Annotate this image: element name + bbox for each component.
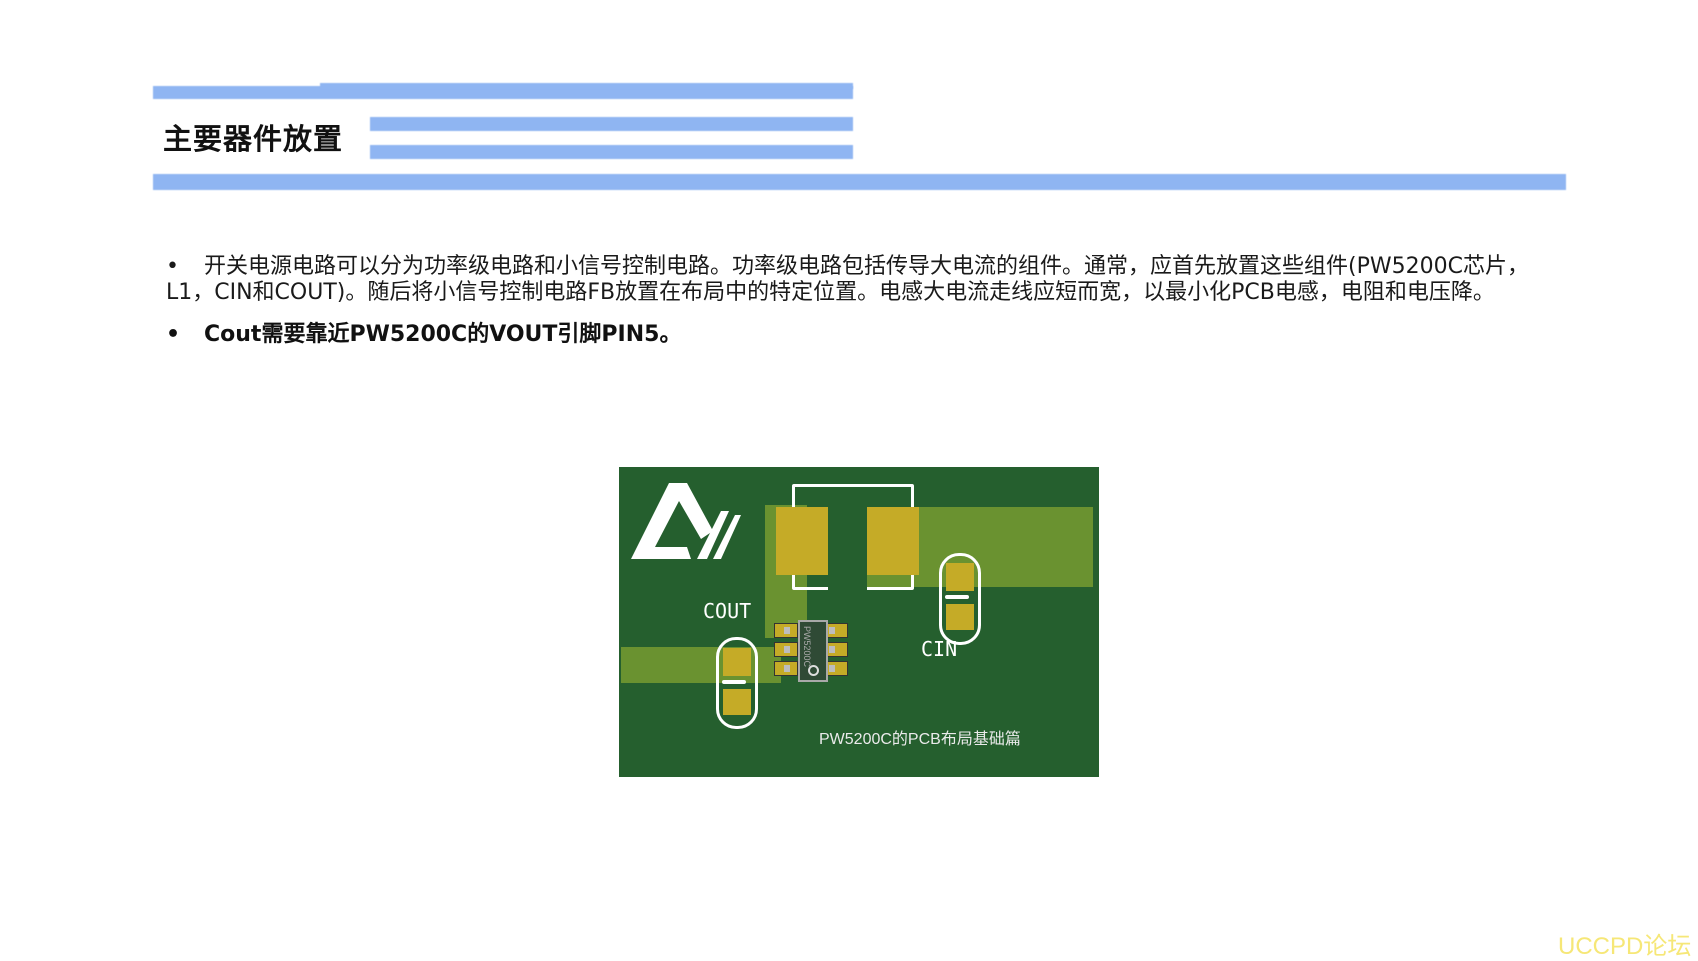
cout-pad-bottom — [723, 689, 751, 715]
header-bar-title-upper — [370, 117, 853, 131]
cin-label: CIN — [921, 637, 958, 661]
cin-polarity-bar — [945, 595, 969, 599]
chip-pin-3 — [774, 661, 798, 676]
chip-pin-2 — [774, 642, 798, 657]
pcb-caption: PW5200C的PCB布局基础篇 — [819, 731, 1021, 748]
inductor-pad-right — [867, 507, 919, 575]
header-bar-title-lower — [370, 145, 853, 159]
inductor-pad-left — [776, 507, 830, 575]
cout-pad-top — [723, 648, 751, 676]
cout-silkscreen — [716, 637, 758, 729]
header-bar-top — [153, 86, 853, 99]
pw5200c-chip: PW5200C — [798, 620, 828, 682]
bullet-marker: • — [166, 254, 179, 279]
bullet-text: 开关电源电路可以分为功率级电路和小信号控制电路。功率级电路包括传导大电流的组件。… — [166, 254, 1529, 305]
slide-title: 主要器件放置 — [163, 122, 344, 156]
bullet-list: • 开关电源电路可以分为功率级电路和小信号控制电路。功率级电路包括传导大电流的组… — [166, 254, 1546, 348]
pw-logo-icon — [631, 483, 741, 559]
cin-pad-top — [946, 563, 974, 591]
cin-silkscreen — [939, 553, 981, 645]
pin1-marker-icon — [808, 665, 819, 676]
header-bar-full — [153, 174, 1566, 190]
cout-label: COUT — [703, 599, 752, 623]
cin-pad-bottom — [946, 604, 974, 630]
bullet-item: • 开关电源电路可以分为功率级电路和小信号控制电路。功率级电路包括传导大电流的组… — [166, 254, 1546, 306]
bullet-text: Cout需要靠近PW5200C的VOUT引脚PIN5。 — [204, 322, 682, 347]
bullet-item-bold: • Cout需要靠近PW5200C的VOUT引脚PIN5。 — [166, 322, 1546, 348]
watermark: UCCPD论坛 — [1558, 933, 1692, 960]
chip-pin-1 — [774, 623, 798, 638]
header-bar-top-step — [320, 83, 853, 89]
inductor-gap — [828, 497, 867, 593]
pcb-layout-image: CIN COUT PW5200C PW5200C的PCB布局基础篇 — [619, 467, 1099, 777]
chip-marking: PW5200C — [802, 626, 812, 668]
cout-polarity-bar — [722, 680, 746, 684]
copper-pour-vout-ext — [621, 673, 711, 683]
bullet-marker: • — [166, 322, 181, 347]
